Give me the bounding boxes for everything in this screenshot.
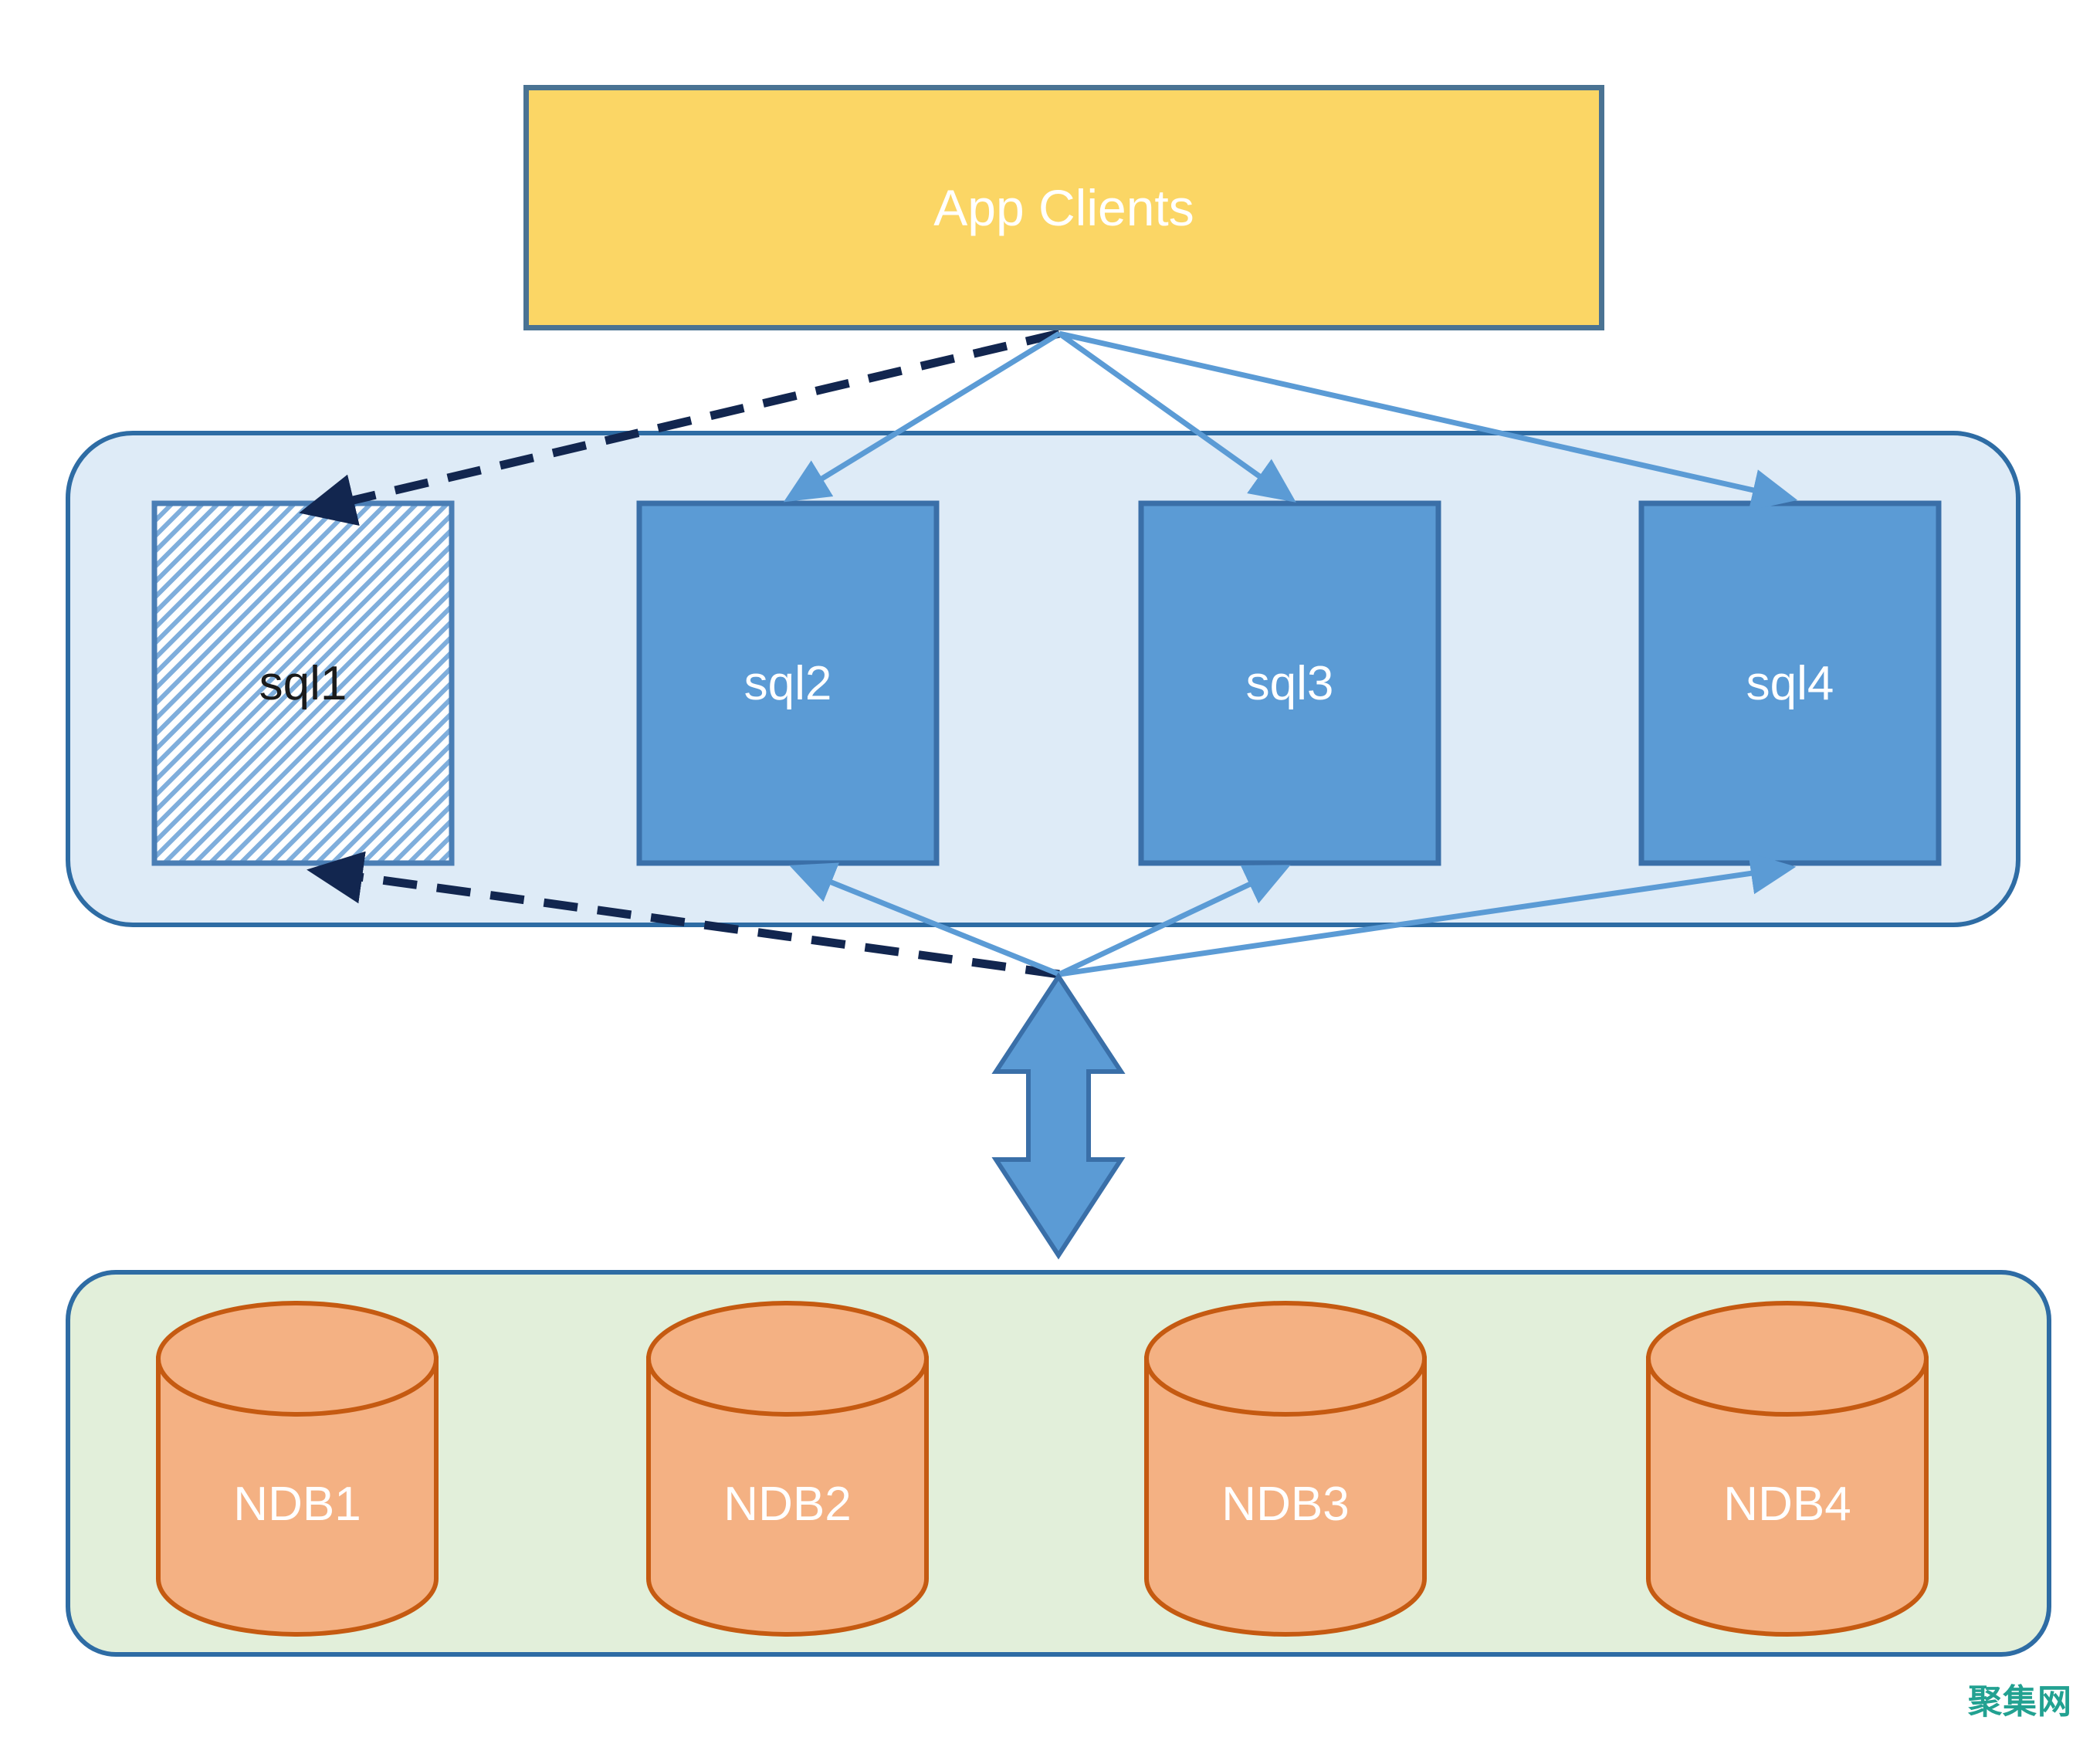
sql-tier-container — [66, 431, 2020, 927]
sql-node-sql1[interactable] — [151, 500, 455, 866]
ndb-node-ndb1[interactable] — [156, 1301, 439, 1637]
watermark-text: 聚集网 — [1968, 1682, 2072, 1722]
connector-client-to-sql1-dashed — [299, 329, 1061, 527]
data-tier-container — [66, 1270, 2051, 1657]
connector-client-to-sql4 — [1058, 330, 1798, 511]
connector-hub-to-sql3 — [1058, 865, 1291, 977]
connector-hub-to-sql1-dashed — [307, 851, 1060, 979]
bidirectional-sync-arrow — [991, 972, 1126, 1260]
sql-node-sql4[interactable] — [1638, 500, 1942, 866]
ndb-node-ndb3[interactable] — [1144, 1301, 1427, 1637]
sql-node-sql2[interactable] — [636, 500, 940, 866]
connector-hub-to-sql4 — [1058, 852, 1797, 977]
app-clients-box[interactable] — [523, 85, 1604, 330]
connector-client-to-sql2 — [783, 331, 1061, 503]
connector-hub-to-sql2 — [789, 862, 1061, 977]
ndb-node-ndb4[interactable] — [1646, 1301, 1929, 1637]
connector-client-to-sql3 — [1057, 331, 1296, 503]
ndb-node-ndb2[interactable] — [646, 1301, 929, 1637]
sql-node-sql3[interactable] — [1138, 500, 1441, 866]
